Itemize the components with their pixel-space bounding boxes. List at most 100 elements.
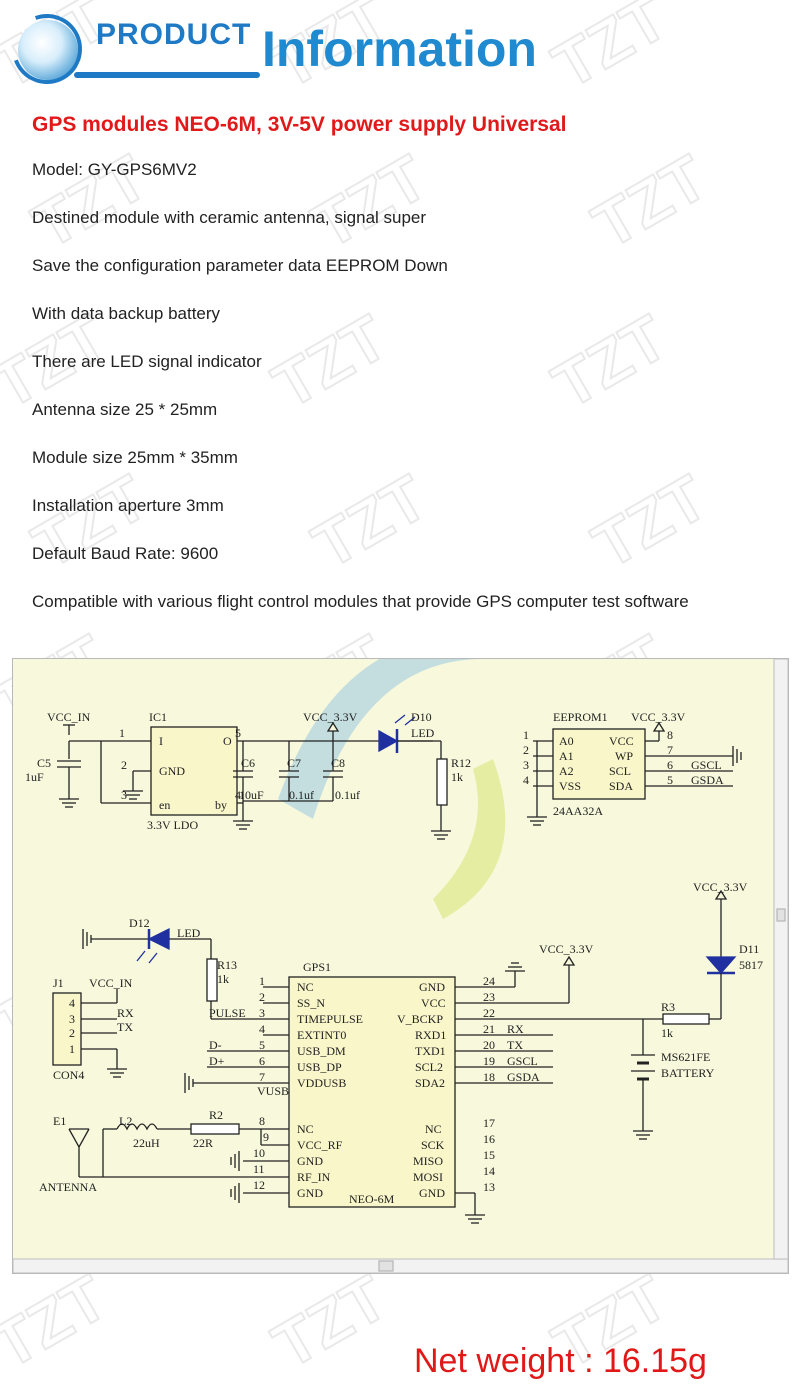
label-gps-vcc: VCC — [421, 996, 446, 1010]
watermark-text: TZT — [0, 1261, 119, 1382]
label-ldo: 3.3V LDO — [147, 818, 198, 832]
label-gps-pin22: 22 — [483, 1006, 495, 1020]
label-r2: R2 — [209, 1108, 223, 1122]
label-l2: L2 — [119, 1114, 132, 1128]
label-d-plus: D+ — [209, 1054, 225, 1068]
spec-antenna-size: Antenna size 25 * 25mm — [32, 400, 218, 419]
product-title: GPS modules NEO-6M, 3V-5V power supply U… — [32, 113, 567, 136]
label-c6-value: 10uF — [239, 788, 264, 802]
label-eeprom-pin4: 4 — [523, 773, 529, 787]
label-gps-pin7: 7 — [259, 1070, 265, 1084]
label-eeprom-wp: WP — [615, 749, 633, 763]
label-j1-pin1: 1 — [69, 1042, 75, 1056]
label-d11-value: 5817 — [739, 958, 763, 972]
label-r2-value: 22R — [193, 1136, 213, 1150]
label-e1: E1 — [53, 1114, 66, 1128]
label-gps-gscl: GSCL — [507, 1054, 538, 1068]
label-r12-value: 1k — [451, 770, 463, 784]
label-vcc33-c: VCC_3.3V — [693, 880, 748, 894]
label-neo6m: NEO-6M — [349, 1192, 395, 1206]
label-d12: D12 — [129, 916, 150, 930]
label-gps-v-bckp: V_BCKP — [397, 1012, 443, 1026]
spec-eeprom: Save the configuration parameter data EE… — [32, 256, 448, 275]
net-weight: Net weight : 16.15g — [414, 1342, 707, 1380]
label-gps-pin1: 1 — [259, 974, 265, 988]
label-gps-pin19: 19 — [483, 1054, 495, 1068]
label-r13: R13 — [217, 958, 237, 972]
label-d11: D11 — [739, 942, 759, 956]
label-eeprom-gscl: GSCL — [691, 758, 722, 772]
label-gps-gsda: GSDA — [507, 1070, 540, 1084]
label-gps-timepulse: TIMEPULSE — [297, 1012, 363, 1026]
spec-baud-rate: Default Baud Rate: 9600 — [32, 544, 219, 563]
label-led-a: LED — [411, 726, 435, 740]
label-r13-value: 1k — [217, 972, 229, 986]
label-eeprom-gsda: GSDA — [691, 773, 724, 787]
spec-module-size: Module size 25mm * 35mm — [32, 448, 238, 467]
label-gps-pin14: 14 — [483, 1164, 495, 1178]
label-gps-pin6: 6 — [259, 1054, 265, 1068]
label-gps-mosi: MOSI — [413, 1170, 443, 1184]
label-eeprom-part: 24AA32A — [553, 804, 603, 818]
label-j1-pin2: 2 — [69, 1026, 75, 1040]
label-ic-pin2: 2 — [121, 758, 127, 772]
label-gps-pin9: 9 — [263, 1130, 269, 1144]
product-description: GPS modules NEO-6M, 3V-5V power supply U… — [32, 110, 772, 614]
label-gps-vcc-rf: VCC_RF — [297, 1138, 343, 1152]
label-eeprom1: EEPROM1 — [553, 710, 608, 724]
label-gps-nc-2: NC — [297, 1122, 314, 1136]
label-gps-vddusb: VDDUSB — [297, 1076, 346, 1090]
label-ic-en: en — [159, 798, 170, 812]
spec-antenna-type: Destined module with ceramic antenna, si… — [32, 208, 427, 227]
label-eeprom-pin6: 6 — [667, 758, 673, 772]
label-gps-pin10: 10 — [253, 1146, 265, 1160]
label-con4: CON4 — [53, 1068, 84, 1082]
schematic-drawing: VCC_IN IC1 VCC_3.3V D10 LED EEPROM1 VCC_… — [13, 659, 788, 1273]
label-ms621fe: MS621FE — [661, 1050, 710, 1064]
label-antenna: ANTENNA — [39, 1180, 97, 1194]
product-label: PRODUCT — [96, 18, 252, 51]
label-gps-scl2: SCL2 — [415, 1060, 443, 1074]
label-gps-pin4: 4 — [259, 1022, 265, 1036]
label-d10: D10 — [411, 710, 432, 724]
label-gps-pin12: 12 — [253, 1178, 265, 1192]
label-vusb: VUSB — [257, 1084, 289, 1098]
label-eeprom-pin1: 1 — [523, 728, 529, 742]
magnifier-logo-icon — [18, 20, 78, 80]
label-gps-pin18: 18 — [483, 1070, 495, 1084]
spec-compatibility: Compatible with various flight control m… — [32, 592, 689, 611]
label-eeprom-a2: A2 — [559, 764, 574, 778]
label-j1-tx: TX — [117, 1020, 133, 1034]
information-label: Information — [262, 21, 537, 77]
watermark-text: TZT — [261, 1261, 399, 1382]
label-gps-gnd-r: GND — [419, 1186, 445, 1200]
label-gps-pin8: 8 — [259, 1114, 265, 1128]
label-j1: J1 — [53, 976, 64, 990]
label-gps-txd1: TXD1 — [415, 1044, 446, 1058]
tzt-logo-icon — [278, 659, 506, 919]
label-eeprom-vcc: VCC — [609, 734, 634, 748]
label-c5-value: 1uF — [25, 770, 44, 784]
label-ic1: IC1 — [149, 710, 167, 724]
label-gps-miso: MISO — [413, 1154, 443, 1168]
label-gps-tx: TX — [507, 1038, 523, 1052]
label-vcc33-a: VCC_3.3V — [303, 710, 358, 724]
label-gps-rx: RX — [507, 1022, 524, 1036]
logo-underline — [74, 72, 260, 78]
label-eeprom-vss: VSS — [559, 779, 581, 793]
label-c7: C7 — [287, 756, 301, 770]
label-gps-sda2: SDA2 — [415, 1076, 445, 1090]
label-gps-pin11: 11 — [253, 1162, 265, 1176]
label-ic-gnd: GND — [159, 764, 185, 778]
label-c8-value: 0.1uf — [335, 788, 360, 802]
label-gps-sck: SCK — [421, 1138, 445, 1152]
label-vcc33-d: VCC_3.3V — [539, 942, 594, 956]
label-gps-pin3: 3 — [259, 1006, 265, 1020]
label-io-o: O — [223, 734, 232, 748]
label-c7-value: 0.1uf — [289, 788, 314, 802]
label-battery: BATTERY — [661, 1066, 715, 1080]
label-gps-ss-n: SS_N — [297, 996, 325, 1010]
label-d-minus: D- — [209, 1038, 222, 1052]
label-gps-pin17: 17 — [483, 1116, 495, 1130]
label-gps-usb-dm: USB_DM — [297, 1044, 346, 1058]
